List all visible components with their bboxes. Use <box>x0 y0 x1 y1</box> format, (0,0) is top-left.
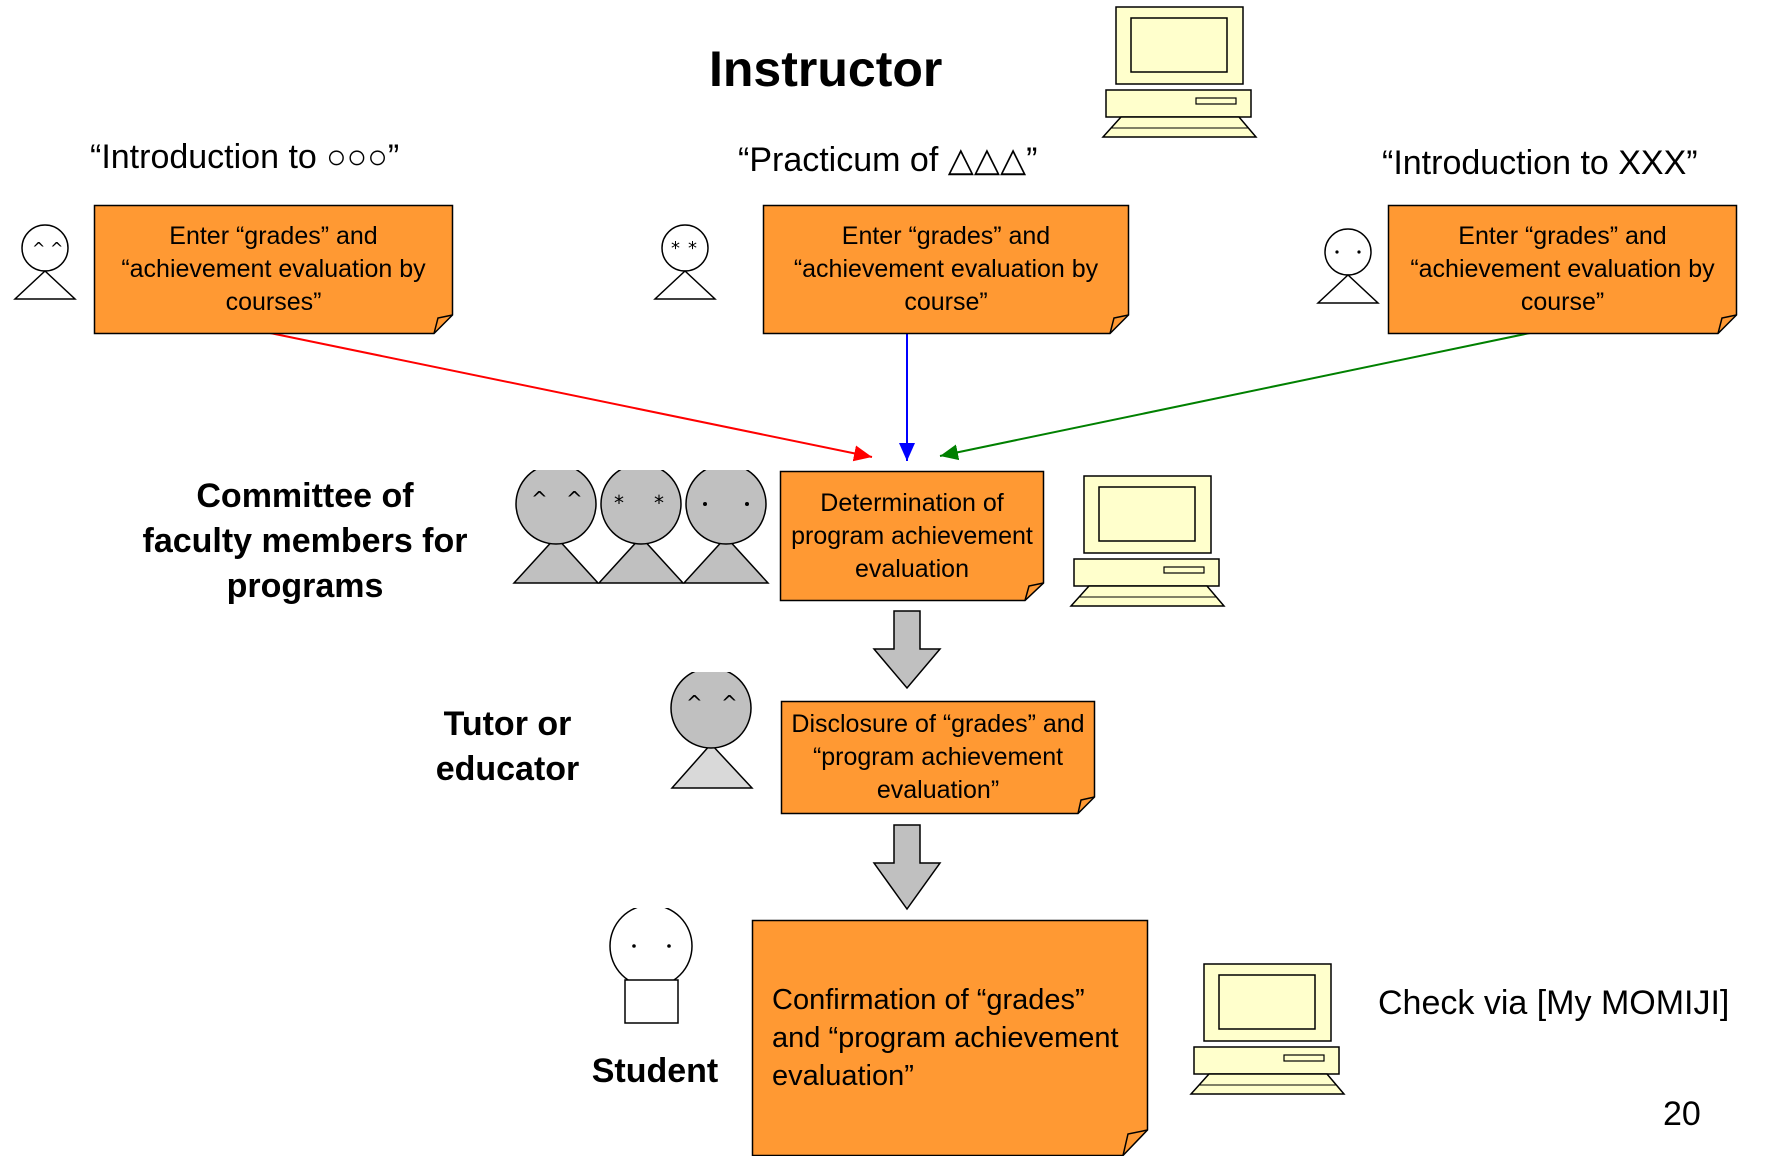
person-icon: ^ ^ <box>512 470 600 584</box>
svg-text:^: ^ <box>566 487 583 511</box>
page-number: 20 <box>1663 1095 1701 1133</box>
person-icon <box>1316 228 1380 304</box>
svg-text:^: ^ <box>50 239 63 258</box>
check-text: Check via [My MOMIJI] <box>1378 984 1730 1022</box>
note-course-3: Enter “grades” and “achievement evaluati… <box>1387 204 1738 335</box>
svg-text:^: ^ <box>721 691 738 715</box>
committee-people: ^ ^ * * <box>512 470 770 584</box>
arrow-green <box>939 332 1531 461</box>
course-label-2: “Practicum of △△△” <box>738 141 1038 179</box>
note-text: Enter “grades” and “achievement evaluati… <box>793 222 1099 316</box>
person-icon: * * <box>653 224 717 300</box>
svg-text:*: * <box>654 491 664 515</box>
person-icon: * * <box>597 470 685 584</box>
svg-text:^: ^ <box>32 239 45 258</box>
svg-text:*: * <box>671 238 680 259</box>
computer-icon <box>1101 6 1258 138</box>
person-icon <box>682 470 770 584</box>
note-committee: Determination of program achievement eva… <box>779 470 1045 602</box>
svg-text:^: ^ <box>686 691 703 715</box>
note-course-1: Enter “grades” and “achievement evaluati… <box>93 204 454 335</box>
note-text: Confirmation of “grades” and “program ac… <box>772 984 1119 1092</box>
note-tutor: Disclosure of “grades” and “program achi… <box>780 700 1096 815</box>
course-label-1: “Introduction to ○○○” <box>90 138 400 176</box>
svg-text:*: * <box>614 491 624 515</box>
computer-icon <box>1189 963 1346 1095</box>
note-course-2: Enter “grades” and “achievement evaluati… <box>762 204 1130 335</box>
down-arrow-icon <box>872 824 942 911</box>
person-icon: ^ ^ <box>670 672 754 789</box>
person-icon <box>609 908 693 1024</box>
note-student: Confirmation of “grades” and “program ac… <box>751 919 1149 1156</box>
committee-label: Committee of faculty members for program… <box>142 477 468 605</box>
arrow-red <box>269 332 873 462</box>
course-label-3: “Introduction to XXX” <box>1382 144 1698 182</box>
note-text: Enter “grades” and “achievement evaluati… <box>1410 222 1715 316</box>
down-arrow-icon <box>872 610 942 690</box>
tutor-label: Tutor or educator <box>435 705 580 788</box>
svg-text:^: ^ <box>531 487 548 511</box>
svg-text:*: * <box>688 238 697 259</box>
student-label: Student <box>591 1052 719 1090</box>
note-text: Determination of program achievement eva… <box>791 488 1033 583</box>
page-title: Instructor <box>709 41 943 97</box>
note-text: Enter “grades” and “achievement evaluati… <box>121 222 426 316</box>
person-icon: ^ ^ <box>13 224 77 300</box>
note-text: Disclosure of “grades” and “program achi… <box>791 710 1085 804</box>
computer-icon <box>1069 475 1226 607</box>
